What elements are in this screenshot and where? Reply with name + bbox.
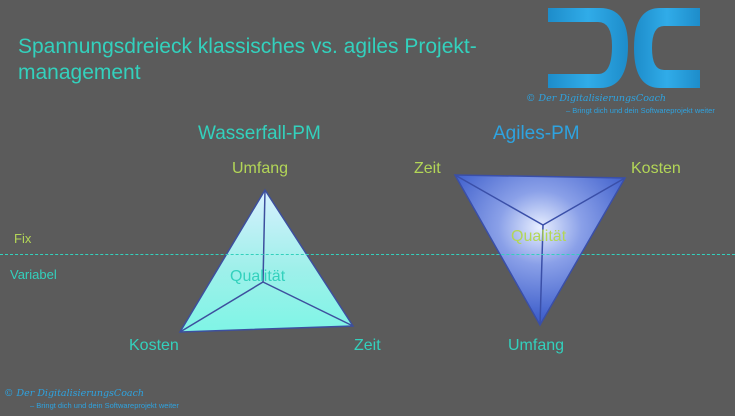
footer-credit: © Der DigitalisierungsCoach	[4, 388, 145, 399]
slide-title: Spannungsdreieck klassisches vs. agiles …	[18, 35, 477, 84]
fix-variable-divider	[0, 254, 735, 255]
waterfall-bottom-right-label: Zeit	[354, 337, 381, 354]
waterfall-bottom-left-label: Kosten	[129, 337, 179, 354]
logo-letter-d-stem	[566, 22, 580, 74]
footer-tagline: – Bringt dich und dein Softwareprojekt w…	[30, 401, 179, 410]
logo-tagline: – Bringt dich und dein Softwareprojekt w…	[566, 106, 715, 115]
agile-bottom-label: Umfang	[508, 337, 565, 354]
agile-center-label: Qualität	[511, 228, 567, 245]
waterfall-triangle	[178, 188, 355, 333]
logo-credit: © Der DigitalisierungsCoach	[526, 93, 667, 104]
agile-top-right-label: Kosten	[631, 160, 681, 177]
logo-letter-c	[634, 8, 700, 88]
agile-heading: Agiles-PM	[493, 123, 580, 144]
waterfall-heading: Wasserfall-PM	[198, 123, 321, 144]
agile-top-left-label: Zeit	[414, 160, 441, 177]
fix-label: Fix	[14, 231, 32, 246]
waterfall-center-label: Qualität	[230, 268, 286, 285]
variable-label: Variabel	[10, 267, 57, 282]
agile-triangle	[453, 174, 627, 327]
waterfall-top-label: Umfang	[232, 160, 289, 177]
